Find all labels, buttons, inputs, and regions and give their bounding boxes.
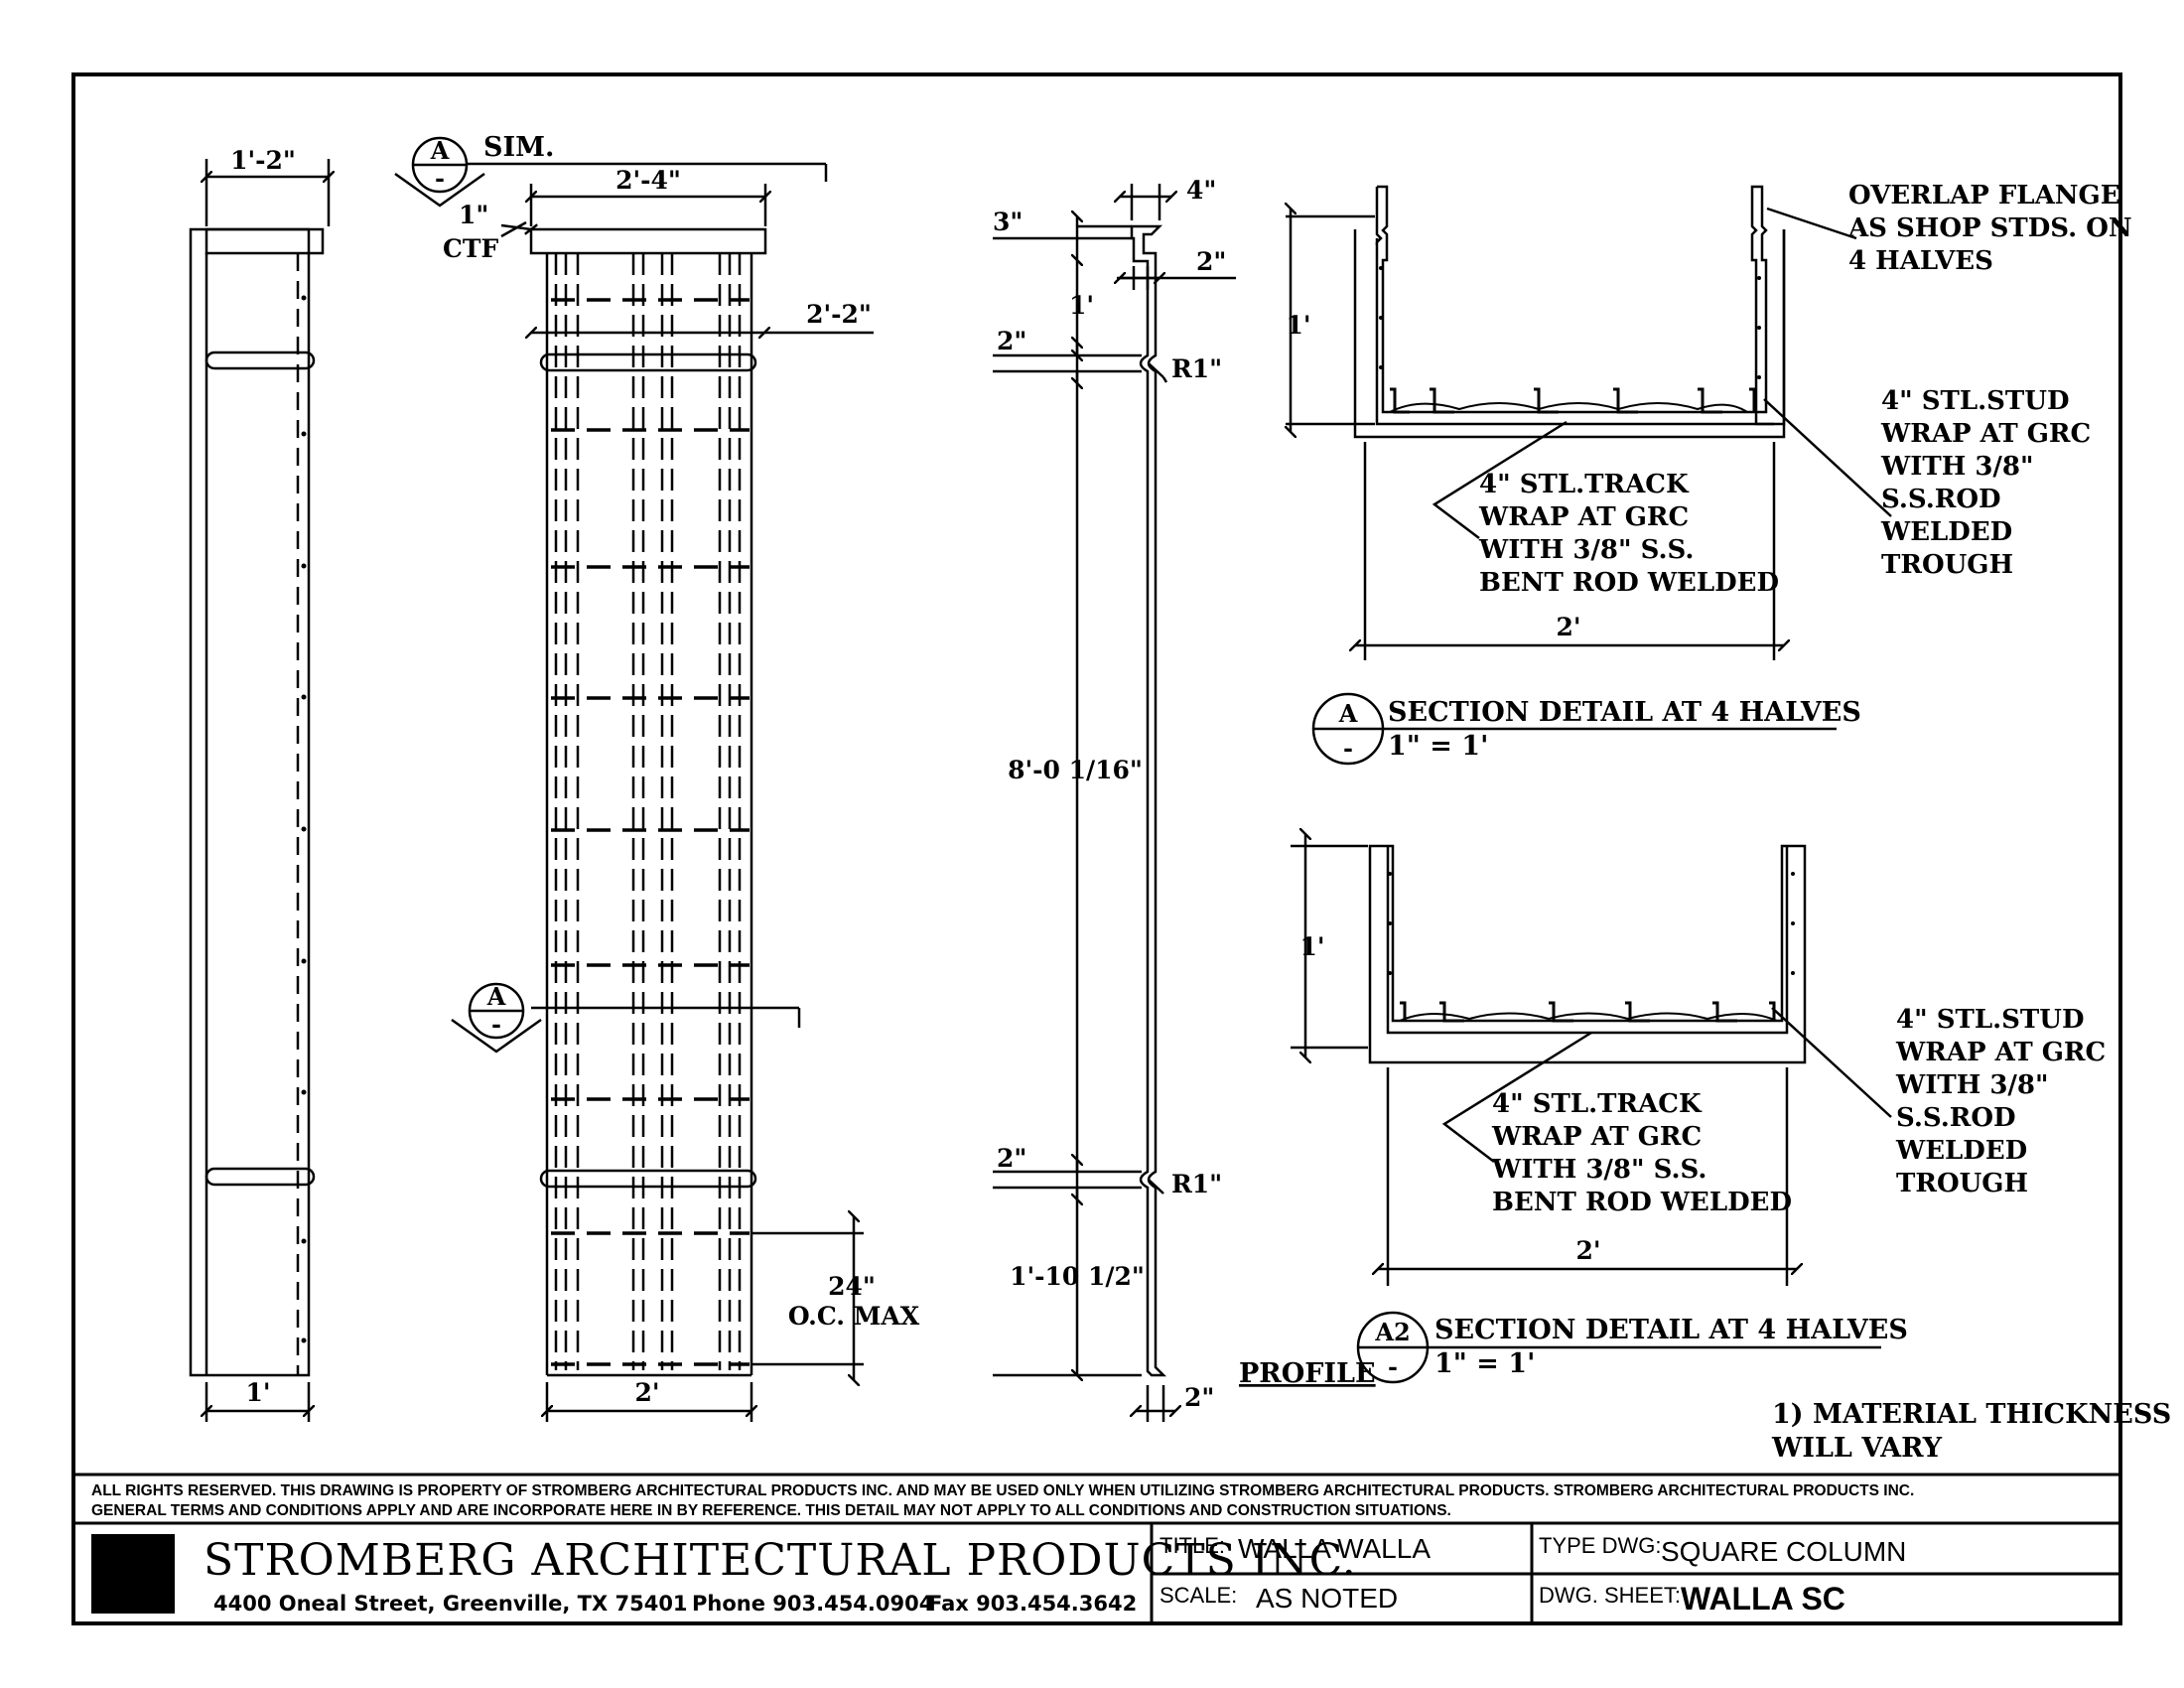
title-label: TITLE: — [1160, 1533, 1225, 1558]
type-label: TYPE DWG: — [1539, 1533, 1661, 1558]
company-address: 4400 Oneal Street, Greenville, TX 75401 — [213, 1592, 688, 1616]
marker-mid-sub: - — [491, 1010, 501, 1039]
elevation-bottom-width: 1' — [245, 1378, 270, 1407]
svg-text:WITH 3/8" S.S.: WITH 3/8" S.S. — [1478, 535, 1694, 565]
section-a-dots — [1379, 266, 1761, 379]
svg-text:BENT ROD WELDED: BENT ROD WELDED — [1492, 1188, 1792, 1217]
column-profile — [993, 184, 1236, 1422]
svg-text:S.S.ROD: S.S.ROD — [1881, 485, 2001, 514]
svg-text:TROUGH: TROUGH — [1881, 550, 2013, 580]
profile-dim-3: 3" — [993, 208, 1023, 236]
section-a2-letter: A2 — [1374, 1318, 1410, 1346]
svg-text:WITH 3/8": WITH 3/8" — [1880, 452, 2034, 482]
marker-mid-letter: A — [486, 982, 506, 1011]
general-note-1: 1) MATERIAL THICKNESS — [1772, 1399, 2171, 1430]
profile-dim-2-upper: 2" — [997, 327, 1026, 355]
svg-text:WRAP AT GRC: WRAP AT GRC — [1880, 419, 2091, 449]
legal-line-1: ALL RIGHTS RESERVED. THIS DRAWING IS PRO… — [91, 1482, 1914, 1499]
type-value: SQUARE COLUMN — [1661, 1536, 1906, 1567]
marker-top-sub: - — [435, 164, 445, 193]
svg-text:4" STL.STUD: 4" STL.STUD — [1881, 386, 2070, 416]
sheet-value: WALLA SC — [1681, 1581, 1845, 1617]
svg-text:BENT ROD WELDED: BENT ROD WELDED — [1479, 568, 1779, 598]
stud-spacing-2: O.C. MAX — [788, 1302, 920, 1331]
section-a-title: SECTION DETAIL AT 4 HALVES — [1388, 697, 1861, 728]
section-a2-title-marker — [1356, 1311, 1881, 1384]
svg-text:AS SHOP STDS. ON: AS SHOP STDS. ON — [1847, 213, 2132, 243]
marker-top-letter: A — [430, 136, 450, 165]
legal-line-2: GENERAL TERMS AND CONDITIONS APPLY AND A… — [91, 1502, 1451, 1519]
section-a-scale: 1" = 1' — [1388, 731, 1488, 762]
section-a2-scale: 1" = 1' — [1434, 1348, 1535, 1379]
profile-dim-4: 4" — [1186, 176, 1216, 205]
svg-text:WELDED: WELDED — [1880, 517, 2012, 547]
svg-text:WRAP AT GRC: WRAP AT GRC — [1491, 1122, 1702, 1152]
section-a-width: 2' — [1556, 613, 1580, 641]
svg-text:WITH 3/8": WITH 3/8" — [1895, 1070, 2049, 1100]
front-bottom-width: 2' — [634, 1378, 659, 1407]
svg-text:WRAP AT GRC: WRAP AT GRC — [1478, 502, 1689, 532]
profile-radius-lower: R1" — [1171, 1170, 1222, 1198]
svg-text:WRAP AT GRC: WRAP AT GRC — [1895, 1038, 2106, 1067]
general-note-2: WILL VARY — [1771, 1433, 1943, 1464]
section-a2-stud-note: 4" STL.STUD WRAP AT GRC WITH 3/8" S.S.RO… — [1895, 1005, 2106, 1198]
front-top-width: 2'-4" — [615, 166, 681, 195]
section-marker-top — [394, 136, 485, 208]
svg-text:4 HALVES: 4 HALVES — [1848, 246, 1993, 276]
elevation-top-width: 1'-2" — [230, 146, 296, 175]
profile-dim-1: 1' — [1069, 291, 1094, 320]
sheet-label: DWG. SHEET: — [1539, 1583, 1681, 1608]
svg-text:OVERLAP FLANGE: OVERLAP FLANGE — [1848, 181, 2120, 211]
section-a-track-note: 4" STL.TRACK WRAP AT GRC WITH 3/8" S.S. … — [1478, 470, 1779, 598]
title-value: WALLA WALLA — [1238, 1533, 1431, 1564]
sheet-border — [71, 72, 2122, 1625]
svg-text:4" STL.TRACK: 4" STL.TRACK — [1479, 470, 1690, 499]
section-a-drawing — [1286, 185, 1892, 660]
section-a-stud-note: 4" STL.STUD WRAP AT GRC WITH 3/8" S.S.RO… — [1880, 386, 2091, 580]
section-a2-dots — [1388, 872, 1795, 975]
profile-shaft-height: 8'-0 1/16" — [1008, 756, 1143, 784]
stud-spacing-1: 24" — [828, 1272, 876, 1301]
svg-text:4" STL.TRACK: 4" STL.TRACK — [1492, 1089, 1703, 1119]
svg-text:WITH 3/8" S.S.: WITH 3/8" S.S. — [1491, 1155, 1706, 1185]
section-marker-mid — [451, 982, 542, 1054]
svg-text:WELDED: WELDED — [1895, 1136, 2027, 1166]
marker-top-note: SIM. — [483, 132, 554, 163]
side-dots — [301, 295, 307, 1343]
front-ring-width: 2'-2" — [806, 300, 872, 329]
scale-label: SCALE: — [1160, 1583, 1237, 1608]
scale-value: AS NOTED — [1256, 1583, 1398, 1614]
title-block — [73, 1521, 2120, 1623]
svg-text:S.S.ROD: S.S.ROD — [1896, 1103, 2016, 1133]
profile-dim-2-lower: 2" — [997, 1144, 1026, 1173]
profile-dim-2-bottom: 2" — [1184, 1383, 1214, 1412]
company-logo — [91, 1534, 175, 1614]
profile-label: PROFILE — [1239, 1358, 1376, 1389]
section-a-letter: A — [1338, 699, 1358, 728]
section-a2-width: 2' — [1575, 1236, 1600, 1265]
section-a2-drawing — [1291, 834, 1892, 1286]
section-a-sub: - — [1343, 734, 1353, 763]
side-elevation — [189, 159, 329, 1422]
profile-radius-upper: R1" — [1171, 354, 1222, 383]
section-a2-track-note: 4" STL.TRACK WRAP AT GRC WITH 3/8" S.S. … — [1491, 1089, 1792, 1217]
svg-text:TROUGH: TROUGH — [1896, 1169, 2028, 1198]
front-elevation — [467, 162, 874, 1422]
section-a2-sub: - — [1388, 1352, 1398, 1381]
section-a-flange-note: OVERLAP FLANGE AS SHOP STDS. ON 4 HALVES — [1847, 181, 2132, 276]
company-fax: Fax 903.454.3642 — [928, 1592, 1137, 1616]
front-ctf: CTF — [443, 234, 499, 263]
company-name: STROMBERG ARCHITECTURAL PRODUCTS INC. — [204, 1535, 1357, 1586]
front-cap-thickness: 1" — [459, 201, 488, 229]
profile-base-height: 1'-10 1/2" — [1010, 1262, 1145, 1291]
profile-dim-2-top: 2" — [1196, 247, 1226, 276]
section-a-title-marker — [1311, 692, 1837, 766]
section-a2-title: SECTION DETAIL AT 4 HALVES — [1434, 1315, 1908, 1345]
company-phone: Phone 903.454.0904 — [692, 1592, 933, 1616]
section-a-height: 1' — [1286, 311, 1310, 340]
section-a2-height: 1' — [1299, 932, 1324, 961]
svg-text:4" STL.STUD: 4" STL.STUD — [1896, 1005, 2085, 1035]
